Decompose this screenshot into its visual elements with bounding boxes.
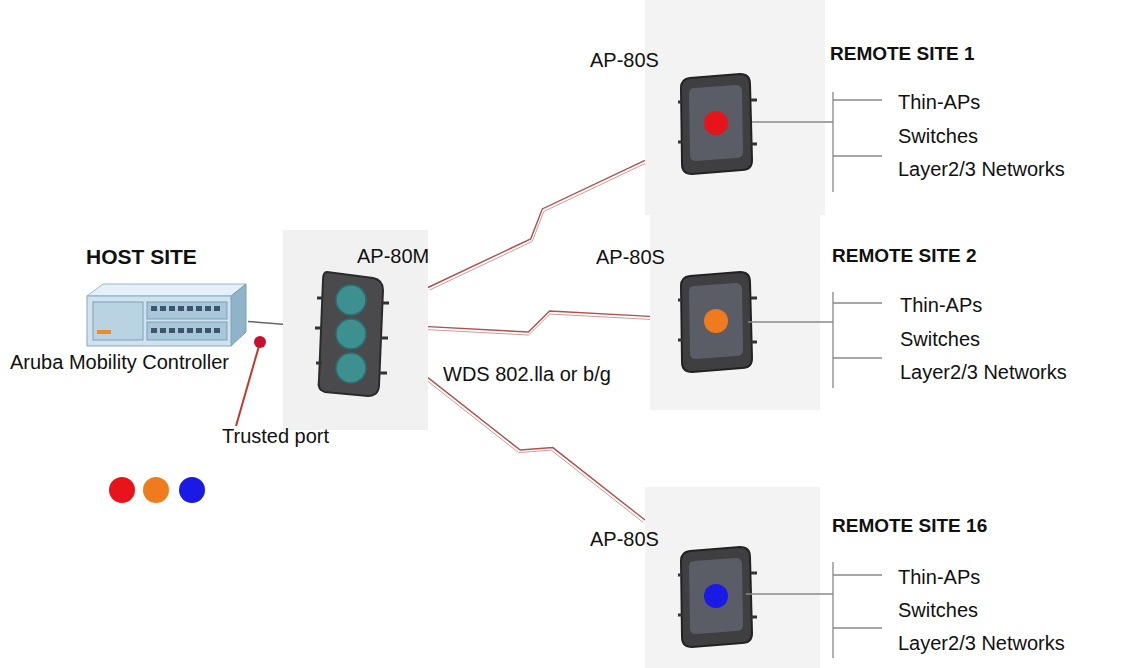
site-heading: REMOTE SITE 1 <box>830 43 975 66</box>
node-caption: Aruba Mobility Controller <box>10 350 229 374</box>
network-item: Layer2/3 Networks <box>898 157 1065 181</box>
leader-line <box>236 346 259 426</box>
network-item: Layer2/3 Networks <box>898 631 1065 655</box>
access-point-node: AP-80S <box>645 487 820 668</box>
network-item: Layer2/3 Networks <box>900 360 1067 384</box>
network-item: Switches <box>900 327 980 351</box>
network-item: Thin-APs <box>900 293 982 317</box>
link-double-line <box>428 314 650 335</box>
access-point-node: AP-80S <box>645 0 825 215</box>
ap-80s-illustration <box>678 270 758 375</box>
link-label: WDS 802.lla or b/g <box>443 362 611 386</box>
access-point-node: AP-80M <box>283 230 428 430</box>
controller-illustration <box>85 282 248 348</box>
node-heading: AP-80S <box>596 245 665 269</box>
network-item: Thin-APs <box>898 90 980 114</box>
site-heading: REMOTE SITE 2 <box>832 245 977 268</box>
port-label: Trusted port <box>222 424 329 448</box>
network-item: Thin-APs <box>898 565 980 589</box>
network-item: Switches <box>898 598 978 622</box>
site-dot <box>143 477 169 503</box>
wireless-link <box>428 160 645 287</box>
wireless-link <box>428 311 650 332</box>
node-heading: HOST SITE <box>86 244 197 269</box>
site-heading: REMOTE SITE 16 <box>832 515 987 538</box>
node-heading: AP-80S <box>590 48 659 72</box>
ethernet-link <box>248 321 283 324</box>
controller-node: HOST SITEAruba Mobility Controller <box>85 282 248 348</box>
ap-80m-illustration <box>313 268 393 403</box>
port-dot <box>254 336 266 348</box>
ap-80s-illustration <box>678 72 758 177</box>
access-point-node: AP-80S <box>650 215 820 410</box>
node-heading: AP-80S <box>590 527 659 551</box>
node-heading: AP-80M <box>357 244 429 268</box>
network-item: Switches <box>898 124 978 148</box>
site-dot <box>179 477 205 503</box>
site-dot <box>109 477 135 503</box>
ap-80s-illustration <box>678 545 758 650</box>
wireless-link <box>428 378 645 520</box>
